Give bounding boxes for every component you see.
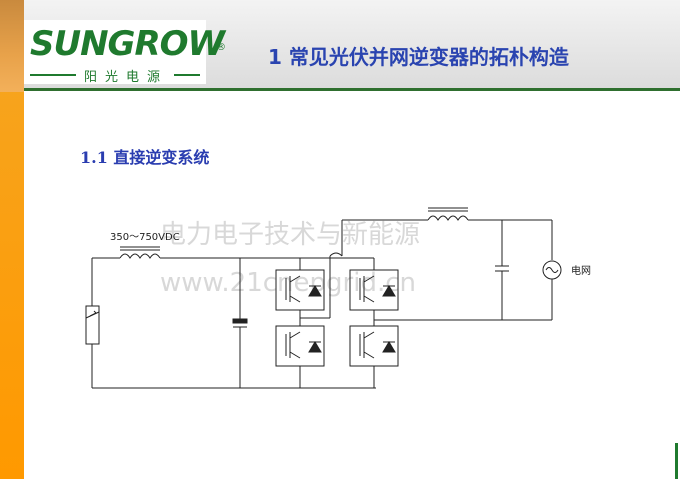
bridge-leg-left	[275, 258, 325, 388]
grid-ac-source-icon	[542, 220, 562, 320]
input-voltage-label: 350～750VDC	[110, 232, 180, 243]
section-title: 1.1 直接逆变系统	[80, 148, 210, 167]
logo-dash-left	[30, 74, 76, 76]
dc-link-capacitor-icon	[232, 258, 248, 388]
logo-wordmark: SUNGROW	[30, 24, 225, 64]
ac-filter-inductor-icon	[427, 207, 469, 221]
dc-inductor-icon	[119, 246, 161, 259]
bridge-leg-right	[349, 258, 399, 388]
ac-filter-capacitor-icon	[495, 220, 509, 320]
page-corner-mark	[675, 443, 678, 479]
sungrow-logo: SUNGROW ® 阳光电源	[24, 20, 226, 85]
logo-subtitle: 阳光电源	[84, 70, 169, 85]
watermark-url: www.21cnepgrid.cn	[160, 268, 416, 298]
logo-registered-mark: ®	[216, 42, 226, 53]
ac-output-wiring	[300, 219, 552, 321]
dc-source-loop	[91, 257, 376, 389]
page-title: 1 常见光伏并网逆变器的拓朴构造	[268, 45, 569, 69]
left-accent-bar-top	[0, 0, 24, 92]
grid-label: 电网	[571, 266, 591, 277]
header-divider	[24, 88, 680, 91]
logo-dash-right	[174, 74, 200, 76]
pv-panel-icon	[85, 305, 100, 345]
watermark-cn: 电力电子技术与新能源	[160, 220, 421, 250]
